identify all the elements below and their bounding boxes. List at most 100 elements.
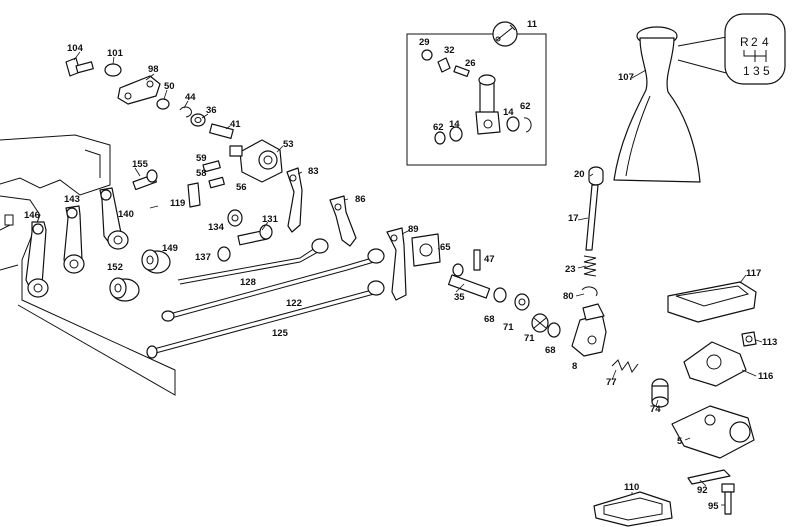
label-125: 125 (272, 328, 289, 339)
label-152: 152 (107, 262, 123, 273)
label-86: 86 (355, 194, 366, 205)
bolt-95 (721, 483, 735, 515)
pin-58 (208, 176, 225, 189)
label-98: 98 (148, 64, 159, 75)
shift-rod-122 (161, 248, 385, 322)
pattern-top-2: 2 (751, 35, 758, 49)
label-62b: 62 (520, 101, 531, 112)
label-95: 95 (708, 501, 719, 512)
pattern-top-3: 4 (762, 35, 769, 49)
label-53: 53 (283, 139, 294, 150)
bracket-86 (329, 195, 357, 247)
label-149: 149 (162, 243, 178, 254)
shaft-35 (447, 263, 491, 299)
label-143: 143 (64, 194, 80, 205)
plate-92 (687, 469, 731, 485)
gasket-110 (593, 491, 673, 527)
washer-50 (156, 98, 170, 110)
bracket-98 (117, 75, 161, 105)
transmission-housing (0, 134, 176, 396)
lever-143 (63, 205, 85, 274)
label-23: 23 (565, 264, 576, 275)
label-36: 36 (206, 105, 217, 116)
bushing-152 (109, 277, 140, 302)
label-47: 47 (484, 254, 495, 265)
label-68b: 68 (545, 345, 556, 356)
label-41: 41 (230, 119, 241, 130)
label-8: 8 (572, 361, 577, 372)
bushing-137 (217, 246, 231, 262)
washer-68b (547, 322, 561, 338)
label-92: 92 (697, 485, 708, 496)
label-58: 58 (196, 168, 207, 179)
label-83: 83 (308, 166, 319, 177)
label-17: 17 (568, 213, 579, 224)
washer-101 (104, 63, 122, 77)
label-5: 5 (677, 436, 683, 447)
lever-140 (99, 187, 129, 250)
label-80: 80 (563, 291, 574, 302)
bracket-83 (286, 167, 303, 233)
label-128: 128 (240, 277, 256, 288)
bracket-116 (683, 341, 747, 387)
bolt-104 (65, 57, 94, 77)
label-68a: 68 (484, 314, 495, 325)
label-14b: 14 (503, 107, 514, 118)
bushing-14b (506, 116, 520, 132)
label-29: 29 (419, 37, 430, 48)
pattern-bottom-1: 1 (743, 64, 750, 78)
label-117: 117 (746, 268, 761, 279)
clip-119 (187, 182, 201, 208)
housing-53 (229, 139, 283, 183)
lever-146 (25, 221, 49, 298)
spring-77 (611, 359, 639, 374)
washer-71b (531, 313, 549, 333)
shift-boot-107 (613, 26, 701, 183)
bracket-89 (386, 227, 407, 301)
circlip-80 (581, 286, 598, 297)
label-26: 26 (465, 58, 476, 69)
pin-155 (132, 169, 158, 191)
label-89: 89 (408, 224, 419, 235)
pin-59 (202, 160, 221, 173)
label-65: 65 (440, 242, 451, 253)
label-14a: 14 (449, 119, 460, 130)
cap-20 (588, 166, 604, 186)
label-119: 119 (170, 198, 185, 209)
inset-box-11 (406, 21, 547, 166)
ring-29 (421, 49, 433, 61)
clip-62b (523, 117, 532, 133)
pattern-bottom-3: 5 (763, 64, 770, 78)
bolt-113 (741, 331, 757, 347)
label-62a: 62 (433, 122, 444, 133)
bushing-149 (141, 249, 171, 274)
washer-68a (493, 287, 507, 303)
label-77: 77 (606, 377, 617, 388)
cover-117 (667, 281, 757, 323)
label-140: 140 (118, 209, 134, 220)
label-59: 59 (196, 153, 207, 164)
label-137: 137 (195, 252, 211, 263)
spring-23 (583, 255, 597, 277)
housing-5 (671, 405, 755, 459)
label-35: 35 (454, 292, 465, 303)
label-20: 20 (574, 169, 585, 180)
shift-rod-128 (177, 238, 329, 285)
sleeve-41 (209, 123, 234, 139)
shift-pattern-knob: R 2 4 1 3 5 (677, 13, 786, 85)
pattern-top-1: R (740, 35, 749, 49)
label-44: 44 (185, 92, 196, 103)
label-134: 134 (208, 222, 225, 233)
part-labels: 104 101 98 50 44 36 41 53 155 59 58 56 1… (24, 19, 777, 512)
label-71b: 71 (524, 333, 535, 344)
label-50: 50 (164, 81, 175, 92)
label-56: 56 (236, 182, 247, 193)
pattern-bottom-2: 3 (753, 64, 760, 78)
label-131: 131 (262, 214, 279, 225)
plate-65 (411, 233, 441, 267)
link-131 (237, 224, 273, 246)
label-116: 116 (758, 371, 773, 382)
pin-26 (453, 65, 470, 78)
label-122: 122 (286, 298, 302, 309)
